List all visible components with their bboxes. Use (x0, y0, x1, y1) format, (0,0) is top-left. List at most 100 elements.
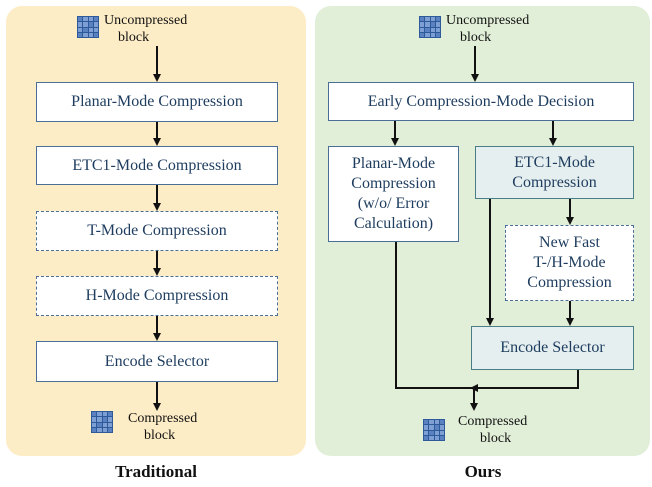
etc1-mode-step: ETC1-Mode Compression (475, 146, 634, 199)
t-mode-step: T-Mode Compression (36, 211, 278, 251)
etc1-mode-step: ETC1-Mode Compression (36, 146, 278, 185)
grid-cell (97, 417, 102, 422)
h-mode-step: H-Mode Compression (36, 276, 278, 316)
grid-cell (425, 27, 430, 32)
grid-cell (92, 427, 97, 432)
fast-th-mode-step: New Fast T-/H-Mode Compression (505, 225, 634, 301)
etc1-line1: ETC1-Mode (514, 153, 595, 171)
grid-cell (434, 435, 439, 440)
compressed-block-icon (91, 411, 113, 433)
fast-line1: New Fast (539, 234, 600, 251)
grid-cell (420, 27, 425, 32)
grid-cell (435, 27, 440, 32)
grid-cell (102, 427, 107, 432)
grid-cell (88, 32, 93, 37)
grid-cell (102, 422, 107, 427)
output-label-line2: block (144, 428, 176, 443)
grid-cell (88, 22, 93, 27)
uncompressed-block-icon (77, 16, 99, 38)
grid-cell (93, 22, 98, 27)
planar-line1: Planar-Mode (351, 155, 436, 172)
ours-caption: Ours (464, 462, 502, 481)
grid-cell (420, 17, 425, 22)
grid-cell (424, 435, 429, 440)
grid-cell (92, 412, 97, 417)
grid-cell (439, 420, 444, 425)
uncompressed-block-icon (419, 16, 441, 38)
grid-cell (434, 430, 439, 435)
input-label-line1: Uncompressed (104, 13, 188, 28)
grid-cell (93, 27, 98, 32)
grid-cell (93, 17, 98, 22)
planar-line3: (w/o/ Error (357, 195, 430, 212)
grid-cell (107, 417, 112, 422)
grid-cell (429, 420, 434, 425)
grid-cell (429, 425, 434, 430)
grid-cell (424, 430, 429, 435)
grid-cell (78, 22, 83, 27)
grid-cell (430, 22, 435, 27)
grid-cell (97, 427, 102, 432)
grid-cell (434, 420, 439, 425)
grid-cell (425, 17, 430, 22)
grid-cell (435, 17, 440, 22)
grid-cell (439, 425, 444, 430)
grid-cell (420, 32, 425, 37)
encode-selector-step: Encode Selector (471, 326, 634, 370)
grid-cell (83, 27, 88, 32)
etc1-line2: Compression (512, 173, 597, 191)
grid-cell (92, 417, 97, 422)
grid-cell (425, 32, 430, 37)
encode-selector-step: Encode Selector (36, 341, 278, 382)
grid-cell (97, 422, 102, 427)
grid-cell (88, 17, 93, 22)
traditional-input-label: Uncompressed block (104, 12, 187, 46)
grid-cell (435, 22, 440, 27)
grid-cell (102, 417, 107, 422)
grid-cell (83, 17, 88, 22)
grid-cell (429, 430, 434, 435)
output-label-line1: Compressed (128, 411, 198, 426)
input-label-line1: Uncompressed (446, 13, 530, 28)
ours-input-label: Uncompressed block (446, 12, 529, 46)
traditional-caption: Traditional (115, 462, 197, 481)
grid-cell (424, 425, 429, 430)
grid-cell (107, 422, 112, 427)
output-label-line2: block (480, 431, 512, 446)
planar-line4: Calculation) (353, 215, 434, 232)
early-decision-step: Early Compression-Mode Decision (328, 82, 634, 121)
compressed-block-icon (423, 419, 445, 441)
grid-cell (93, 32, 98, 37)
grid-cell (78, 17, 83, 22)
planar-line2: Compression (351, 175, 436, 192)
fast-line2: T-/H-Mode (533, 254, 606, 271)
ours-output-label: Compressed block (458, 413, 527, 447)
grid-cell (425, 22, 430, 27)
planar-mode-step: Planar-Mode Compression (36, 82, 278, 122)
input-label-line2: block (460, 30, 492, 45)
grid-cell (439, 430, 444, 435)
grid-cell (434, 425, 439, 430)
traditional-output-label: Compressed block (128, 410, 197, 444)
grid-cell (430, 17, 435, 22)
grid-cell (107, 412, 112, 417)
grid-cell (102, 412, 107, 417)
grid-cell (88, 27, 93, 32)
grid-cell (107, 427, 112, 432)
grid-cell (424, 420, 429, 425)
grid-cell (429, 435, 434, 440)
planar-mode-step: Planar-Mode Compression (w/o/ Error Calc… (328, 146, 459, 242)
grid-cell (78, 27, 83, 32)
grid-cell (83, 22, 88, 27)
grid-cell (435, 32, 440, 37)
grid-cell (92, 422, 97, 427)
grid-cell (430, 32, 435, 37)
grid-cell (78, 32, 83, 37)
output-label-line1: Compressed (458, 414, 528, 429)
grid-cell (430, 27, 435, 32)
input-label-line2: block (118, 30, 150, 45)
grid-cell (97, 412, 102, 417)
fast-line3: Compression (527, 274, 612, 291)
grid-cell (420, 22, 425, 27)
grid-cell (83, 32, 88, 37)
